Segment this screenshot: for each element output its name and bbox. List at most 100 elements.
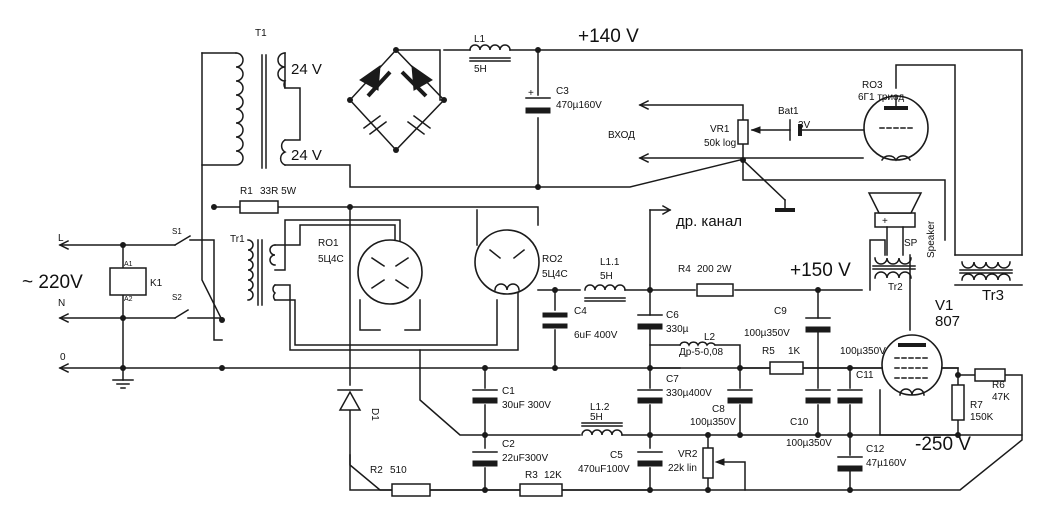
r5-name: R5 bbox=[762, 346, 775, 357]
inductor-l12 bbox=[581, 422, 623, 436]
diode-d1 bbox=[337, 389, 363, 411]
c12-value: 47µ160V bbox=[866, 458, 907, 469]
speaker-label: Speaker bbox=[926, 220, 937, 258]
transformer-t1 bbox=[201, 52, 287, 169]
svg-text:+: + bbox=[528, 88, 534, 99]
tube-ro3 bbox=[863, 95, 929, 162]
input-label: ВХОД bbox=[608, 130, 635, 141]
c5-value: 470uF100V bbox=[578, 464, 630, 475]
ro3-name: RO3 bbox=[862, 80, 883, 91]
voltage-220-label: ~ 220V bbox=[22, 272, 83, 293]
l12-name: L1.2 bbox=[590, 402, 610, 413]
l2-name: L2 bbox=[704, 332, 716, 343]
r2-value: 510 bbox=[390, 465, 407, 476]
ro2-name: RO2 bbox=[542, 254, 563, 265]
resistor-r6 bbox=[974, 368, 1006, 382]
v1-name: V1 bbox=[935, 297, 953, 314]
capacitor-c6 bbox=[637, 314, 663, 330]
l12-value: 5H bbox=[590, 412, 603, 423]
l1-name: L1 bbox=[474, 34, 486, 45]
resistor-r7 bbox=[951, 384, 965, 421]
capacitor-c12 bbox=[837, 456, 863, 472]
capacitor-c2 bbox=[472, 451, 498, 467]
c1-name: C1 bbox=[502, 386, 515, 397]
l1-value: 5H bbox=[474, 64, 487, 75]
tr1-name: Tr1 bbox=[230, 234, 245, 245]
transformer-tr1 bbox=[247, 239, 277, 306]
resistor-r5 bbox=[769, 361, 804, 375]
switch-s1 bbox=[173, 234, 192, 247]
resistor-r2 bbox=[391, 483, 431, 497]
tube-v1 bbox=[881, 334, 943, 396]
other-channel-arrow bbox=[661, 204, 672, 216]
c9-value: 100µ350V bbox=[744, 328, 790, 339]
r7-name: R7 bbox=[970, 400, 983, 411]
c11-name: C11 bbox=[856, 370, 874, 381]
switch-s1-label: S1 bbox=[172, 227, 182, 236]
t1-sec2-label: 24 V bbox=[291, 147, 322, 164]
ro1-name: RO1 bbox=[318, 238, 339, 249]
switch-s2-label: S2 bbox=[172, 293, 182, 302]
mains-l-label: L bbox=[58, 233, 64, 244]
r2-name: R2 bbox=[370, 465, 383, 476]
resistor-r1 bbox=[239, 200, 279, 214]
r3-value: 12K bbox=[544, 470, 562, 481]
c6-value: 330µ bbox=[666, 324, 689, 335]
capacitor-c7 bbox=[637, 389, 663, 404]
ro3-type: 6Г1 триод bbox=[858, 92, 904, 103]
c9-name: C9 bbox=[774, 306, 787, 317]
resistor-r4 bbox=[696, 283, 734, 297]
other-channel-label: др. канал bbox=[676, 213, 742, 230]
v1-type: 807 bbox=[935, 313, 960, 330]
ro1-type: 5Ц4С bbox=[318, 254, 344, 265]
tr3-name: Tr3 bbox=[982, 287, 1004, 304]
r3-name: R3 bbox=[525, 470, 538, 481]
capacitor-c3: + bbox=[525, 88, 551, 114]
potentiometer-vr2 bbox=[702, 447, 725, 479]
r5-value: 1K bbox=[788, 346, 801, 357]
c1-value: 30uF 300V bbox=[502, 400, 551, 411]
inductor-l11 bbox=[584, 284, 626, 302]
vr2-value: 22k lin bbox=[668, 463, 697, 474]
inductor-l1 bbox=[469, 44, 511, 62]
c3-name: C3 bbox=[556, 86, 569, 97]
mains-n-label: N bbox=[58, 298, 65, 309]
l11-value: 5H bbox=[600, 271, 613, 282]
r1-value: 33R 5W bbox=[260, 186, 297, 197]
c7-value: 330µ400V bbox=[666, 388, 712, 399]
c6-name: C6 bbox=[666, 310, 679, 321]
t1-sec1-label: 24 V bbox=[291, 61, 322, 78]
resistor-r3 bbox=[519, 483, 563, 497]
voltage-150-label: +150 V bbox=[790, 260, 851, 281]
c8-value: 100µ350V bbox=[690, 417, 736, 428]
r4-value: 200 2W bbox=[697, 264, 732, 275]
capacitor-c5 bbox=[637, 451, 663, 467]
relay-pin1: A1 bbox=[124, 261, 133, 268]
c10-name: C10 bbox=[790, 417, 809, 428]
c11-value: 100µ350V bbox=[840, 346, 886, 357]
bat1-value: 3V bbox=[798, 120, 811, 131]
c4-name: C4 bbox=[574, 306, 587, 317]
c2-value: 22uF300V bbox=[502, 453, 548, 464]
l11-name: L1.1 bbox=[600, 257, 620, 268]
capacitor-c4 bbox=[542, 312, 568, 329]
tube-ro1 bbox=[357, 239, 423, 305]
input-arrows bbox=[638, 99, 795, 212]
capacitor-c1 bbox=[472, 389, 498, 404]
relay-k1 bbox=[109, 267, 147, 296]
l2-value: Др-5-0,08 bbox=[679, 347, 723, 358]
relay-pin2: A2 bbox=[124, 296, 133, 303]
switch-s2 bbox=[173, 308, 190, 320]
vr1-name: VR1 bbox=[710, 124, 730, 135]
r4-name: R4 bbox=[678, 264, 691, 275]
voltage-140-label: +140 V bbox=[578, 26, 639, 47]
inductor-l2 bbox=[678, 341, 717, 347]
c10-value: 100µ350V bbox=[786, 438, 832, 449]
capacitor-c10 bbox=[805, 389, 831, 404]
battery-bat1 bbox=[789, 119, 802, 141]
ro2-type: 5Ц4С bbox=[542, 269, 568, 280]
capacitor-c9 bbox=[805, 317, 831, 333]
c4-value: 6uF 400V bbox=[574, 330, 618, 341]
speaker: + bbox=[867, 192, 923, 256]
